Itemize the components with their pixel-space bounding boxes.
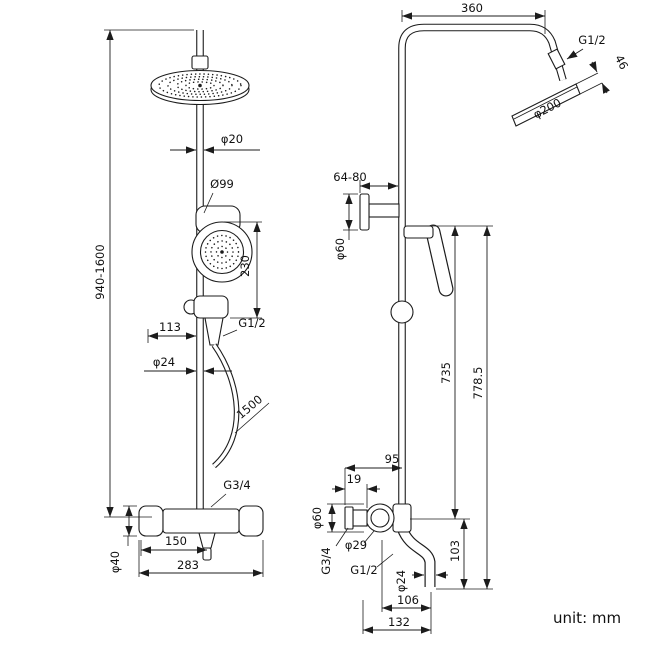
cartridge-diameter-label: φ29 (345, 538, 367, 552)
handshower-diameter-label: Ø99 (210, 177, 234, 191)
head-center (198, 83, 202, 88)
hand-shower-nozzle-ring (204, 234, 240, 270)
bracket-width-label: 113 (159, 320, 181, 334)
bracket-wall-plate (359, 193, 370, 231)
escutcheon-diameter-label: φ60 (310, 507, 324, 529)
front-hand-shower (191, 205, 253, 283)
head-nozzle-ring (167, 75, 233, 96)
outlet-offset-label: 150 (165, 534, 187, 548)
mixer-junction (392, 503, 412, 533)
head-nozzle-ring (176, 78, 224, 93)
hose-thread-label: G1/2 (238, 316, 265, 330)
handle-diameter-label: φ40 (108, 551, 122, 573)
wall-plate-depth-label: 19 (347, 472, 362, 486)
bracket-arm (368, 203, 400, 218)
rail-slider (390, 300, 414, 324)
height-range-label: 940-1600 (93, 244, 107, 299)
wall-thread-label: G3/4 (319, 547, 333, 574)
hand-shower-nozzle-ring (210, 240, 234, 264)
hand-shower-nozzle-ring (215, 245, 229, 259)
head-connector (191, 55, 209, 70)
mixer-right-handle (238, 505, 264, 537)
head-thread-leader (566, 48, 584, 60)
hose-bore (212, 344, 239, 468)
head-nozzle-ring (158, 73, 242, 98)
side-shower-head (511, 83, 581, 127)
mixer-body (162, 508, 240, 534)
spout-thread-label: G1/2 (350, 563, 377, 577)
wall-bracket-diameter-label: φ60 (333, 238, 347, 260)
head-nozzle-ring (185, 81, 215, 90)
wall-clearance-label: 64-80 (333, 170, 366, 184)
side-dimensions: 360 G1/2 46 φ200 64-80 φ60 735 778.5 95 … (310, 1, 631, 634)
head-slab-face-line (513, 86, 578, 120)
mixer-valve (370, 508, 390, 528)
side-view: 360 G1/2 46 φ200 64-80 φ60 735 778.5 95 … (310, 1, 631, 634)
rail-diameter-label: φ24 (153, 355, 175, 369)
overall-height-label: 778.5 (471, 367, 485, 400)
front-shower-head (150, 55, 250, 106)
hose-length-label: 1500 (234, 392, 265, 422)
head-thickness-label: 46 (612, 52, 631, 71)
mixer-outlet (198, 532, 216, 549)
side-wall-bracket (359, 193, 400, 231)
body-reach-label: 95 (385, 452, 400, 466)
spout-diameter-label: φ24 (394, 570, 408, 592)
wall-flange (344, 506, 354, 530)
head-thickness-arrow-b (601, 82, 610, 94)
mixer-left-handle (138, 505, 164, 537)
mixer-escutcheon (365, 503, 395, 533)
head-thread-label: G1/2 (578, 33, 605, 47)
hand-shower-inner-ring (199, 229, 245, 275)
hand-shower-holder (403, 225, 434, 239)
body-depth-label: 132 (388, 615, 410, 629)
side-mixer (344, 503, 436, 587)
rail-height-label: 735 (439, 362, 453, 384)
handshower-offset-label: 230 (238, 255, 252, 277)
head-thickness-arrow-a (589, 61, 598, 73)
riser-arm-outline (398, 23, 567, 520)
inlet-thread-label: G3/4 (223, 478, 250, 492)
pipe-diameter-label: φ20 (221, 132, 243, 146)
unit-note: unit: mm (553, 609, 621, 627)
tub-spout-bore (397, 526, 435, 587)
riser-arm-bore (399, 24, 566, 520)
arm-reach-label: 360 (461, 1, 483, 15)
front-shower-hose (211, 343, 240, 469)
front-dimensions: 940-1600 φ20 Ø99 230 113 G1/2 φ24 1500 G… (93, 29, 270, 577)
spout-drop-label: 103 (448, 540, 462, 562)
slider-body (193, 295, 229, 319)
hose-cone (204, 317, 224, 346)
front-view: 940-1600 φ20 Ø99 230 113 G1/2 φ24 1500 G… (93, 29, 270, 577)
hand-shower-center (220, 250, 224, 254)
head-union-nut (547, 48, 566, 70)
side-hand-shower (390, 224, 454, 324)
mixer-width-label: 283 (177, 558, 199, 572)
side-riser-and-arm (398, 23, 567, 520)
front-slider-bracket (183, 295, 229, 346)
front-mixer (138, 505, 264, 561)
spout-reach-label: 106 (397, 593, 419, 607)
hand-shower-handle-body (426, 225, 453, 296)
wall-nipple (352, 509, 368, 527)
